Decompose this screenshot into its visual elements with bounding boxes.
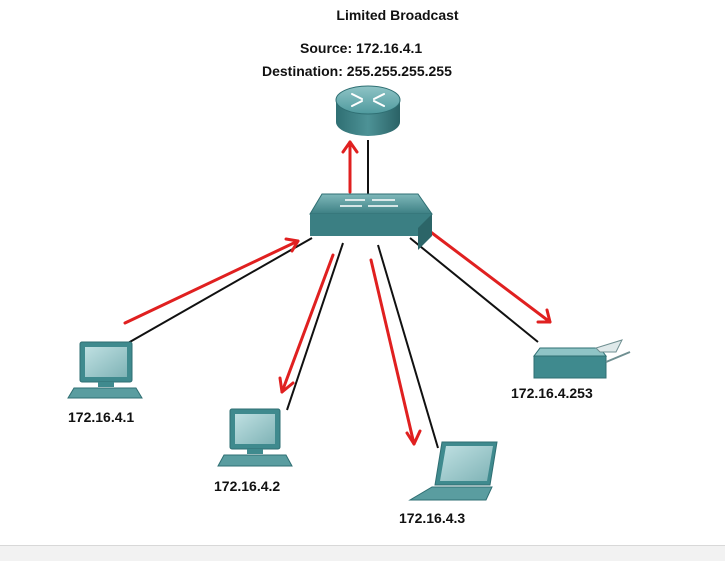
arrow-switch-to-laptop [369, 258, 422, 446]
arrow-switch-to-router [341, 140, 359, 194]
desktop-pc-icon [217, 408, 293, 467]
source-address-label: Source: 172.16.4.1 [300, 40, 423, 56]
bottom-strip [0, 545, 725, 561]
link-switch-pc2 [286, 242, 344, 411]
printer-icon [533, 339, 631, 379]
arrow-pc1-to-switch [123, 237, 300, 325]
diagram-canvas: Limited Broadcast Source: 172.16.4.1 Des… [67, 7, 631, 526]
arrow-switch-to-pc2 [278, 253, 335, 394]
host-label-pc1: 172.16.4.1 [68, 409, 135, 425]
desktop-pc-icon [67, 341, 143, 399]
network-diagram [67, 85, 631, 501]
arrow-switch-to-printer [426, 228, 552, 324]
link-switch-laptop [377, 244, 439, 449]
destination-address-label: Destination: 255.255.255.255 [262, 63, 452, 79]
host-label-printer: 172.16.4.253 [511, 385, 593, 401]
host-label-laptop: 172.16.4.3 [399, 510, 466, 526]
link-switch-pc1 [127, 237, 313, 344]
broadcast-arrows [123, 140, 552, 446]
switch-icon [309, 193, 433, 250]
router-icon [335, 85, 401, 136]
link-switch-printer [409, 237, 539, 343]
network-links [127, 140, 539, 449]
laptop-icon [408, 441, 498, 501]
host-label-pc2: 172.16.4.2 [214, 478, 281, 494]
diagram-title: Limited Broadcast [336, 7, 459, 23]
